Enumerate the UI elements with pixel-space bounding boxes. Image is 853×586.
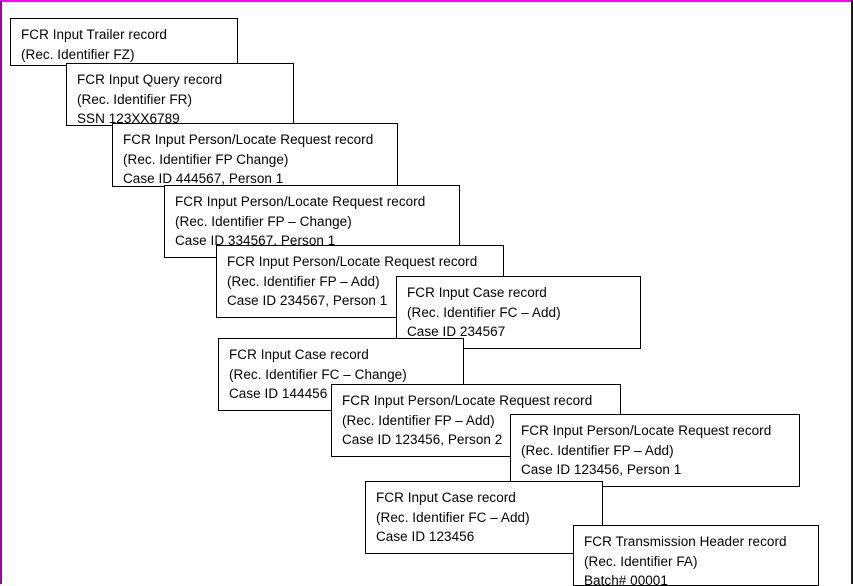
fcr-input-case-record-234567-line-3: Case ID 234567 bbox=[407, 324, 506, 339]
fcr-input-person-locate-request-record-123456-person-2-line-2: (Rec. Identifier FP – Add) bbox=[342, 412, 495, 428]
fcr-input-person-locate-request-record-234567-line-1: FCR Input Person/Locate Request record bbox=[227, 254, 478, 269]
fcr-input-trailer-record: FCR Input Trailer record (Rec. Identifier… bbox=[10, 18, 238, 66]
fcr-input-case-record-144456-line-2: (Rec. Identifier FC – Change) bbox=[229, 366, 407, 382]
fcr-input-query-record-line-2: (Rec. Identifier FR) bbox=[77, 91, 193, 107]
fcr-input-trailer-record-line-1: FCR Input Trailer record bbox=[21, 27, 167, 42]
fcr-input-case-record-123456-line-1: FCR Input Case record bbox=[376, 490, 516, 505]
fcr-input-person-locate-request-record-334567-line-3: Case ID 334567, Person 1 bbox=[175, 233, 336, 248]
fcr-input-person-locate-request-record-444567: FCR Input Person/Locate Request record (R… bbox=[112, 123, 398, 187]
fcr-transmission-header-record-line-2: (Rec. Identifier FA) bbox=[584, 553, 698, 569]
fcr-input-trailer-record-line-2: (Rec. Identifier FZ) bbox=[21, 46, 135, 62]
fcr-transmission-header-record-line-3: Batch# 00001 bbox=[584, 573, 668, 586]
fcr-input-person-locate-request-record-444567-line-1: FCR Input Person/Locate Request record bbox=[123, 132, 374, 147]
fcr-input-query-record-line-3: SSN 123XX6789 bbox=[77, 111, 180, 126]
fcr-input-query-record-line-1: FCR Input Query record bbox=[77, 72, 223, 87]
fcr-input-person-locate-request-record-123456-person-1-line-1: FCR Input Person/Locate Request record bbox=[521, 423, 772, 438]
frame-border-left bbox=[0, 0, 2, 586]
fcr-input-person-locate-request-record-234567-line-3: Case ID 234567, Person 1 bbox=[227, 293, 388, 308]
fcr-input-person-locate-request-record-334567-line-2: (Rec. Identifier FP – Change) bbox=[175, 213, 352, 229]
fcr-input-person-locate-request-record-444567-line-2: (Rec. Identifier FP Change) bbox=[123, 151, 289, 167]
fcr-input-person-locate-request-record-123456-person-2-line-1: FCR Input Person/Locate Request record bbox=[342, 393, 593, 408]
fcr-input-case-record-144456-line-1: FCR Input Case record bbox=[229, 347, 369, 362]
fcr-input-person-locate-request-record-444567-line-3: Case ID 444567, Person 1 bbox=[123, 171, 284, 186]
fcr-input-case-record-123456: FCR Input Case record (Rec. Identifier FC… bbox=[365, 481, 603, 554]
fcr-transmission-header-record: FCR Transmission Header record (Rec. Iden… bbox=[573, 525, 819, 586]
fcr-input-person-locate-request-record-334567-line-1: FCR Input Person/Locate Request record bbox=[175, 194, 426, 209]
fcr-input-case-record-123456-line-2: (Rec. Identifier FC – Add) bbox=[376, 509, 530, 525]
fcr-input-person-locate-request-record-234567-line-2: (Rec. Identifier FP – Add) bbox=[227, 273, 380, 289]
fcr-input-case-record-234567: FCR Input Case record (Rec. Identifier FC… bbox=[396, 276, 641, 349]
frame-border-top bbox=[0, 0, 853, 2]
fcr-input-query-record: FCR Input Query record (Rec. Identifier F… bbox=[66, 63, 294, 126]
fcr-input-case-record-234567-line-2: (Rec. Identifier FC – Add) bbox=[407, 304, 561, 320]
fcr-input-case-record-144456-line-3: Case ID 144456 bbox=[229, 386, 328, 401]
fcr-input-person-locate-request-record-123456-person-2-line-3: Case ID 123456, Person 2 bbox=[342, 432, 503, 447]
fcr-transmission-header-record-line-1: FCR Transmission Header record bbox=[584, 534, 787, 549]
fcr-input-person-locate-request-record-123456-person-1-line-3: Case ID 123456, Person 1 bbox=[521, 462, 682, 477]
fcr-input-person-locate-request-record-123456-person-1: FCR Input Person/Locate Request record (R… bbox=[510, 414, 800, 487]
fcr-input-case-record-234567-line-1: FCR Input Case record bbox=[407, 285, 547, 300]
fcr-input-person-locate-request-record-123456-person-1-line-2: (Rec. Identifier FP – Add) bbox=[521, 442, 674, 458]
fcr-input-case-record-123456-line-3: Case ID 123456 bbox=[376, 529, 475, 544]
